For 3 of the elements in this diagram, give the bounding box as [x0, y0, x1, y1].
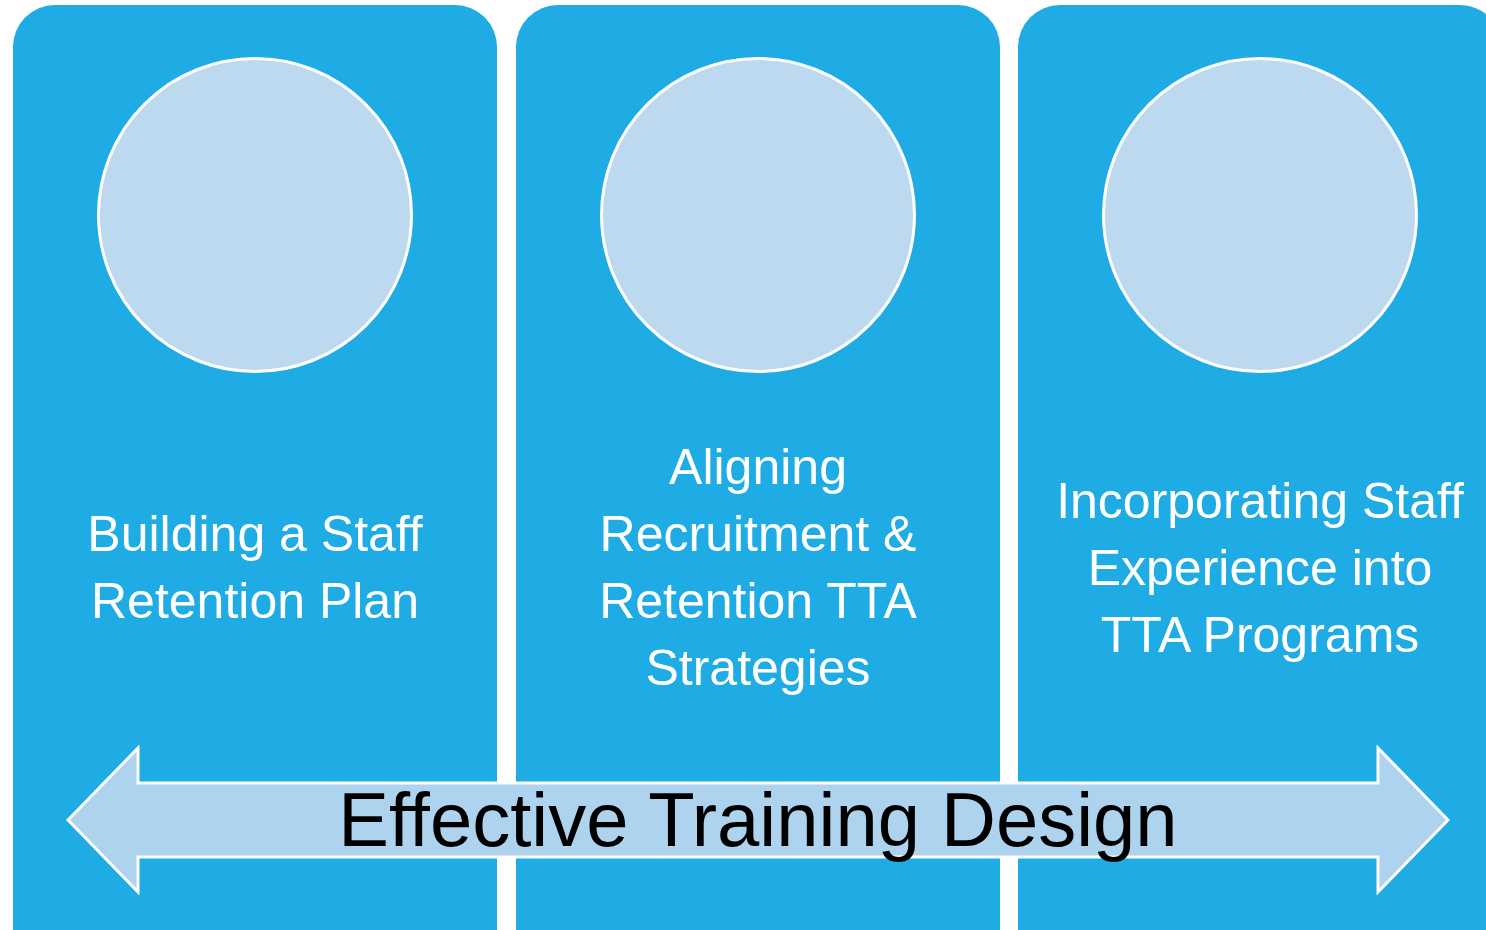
panel-title: Building a Staff Retention Plan: [86, 505, 424, 631]
panel-title: Incorporating Staff Experience into TTA Programs: [1055, 471, 1465, 665]
panel-title: Aligning Recruitment & Retention TTA Strategies: [598, 438, 918, 698]
